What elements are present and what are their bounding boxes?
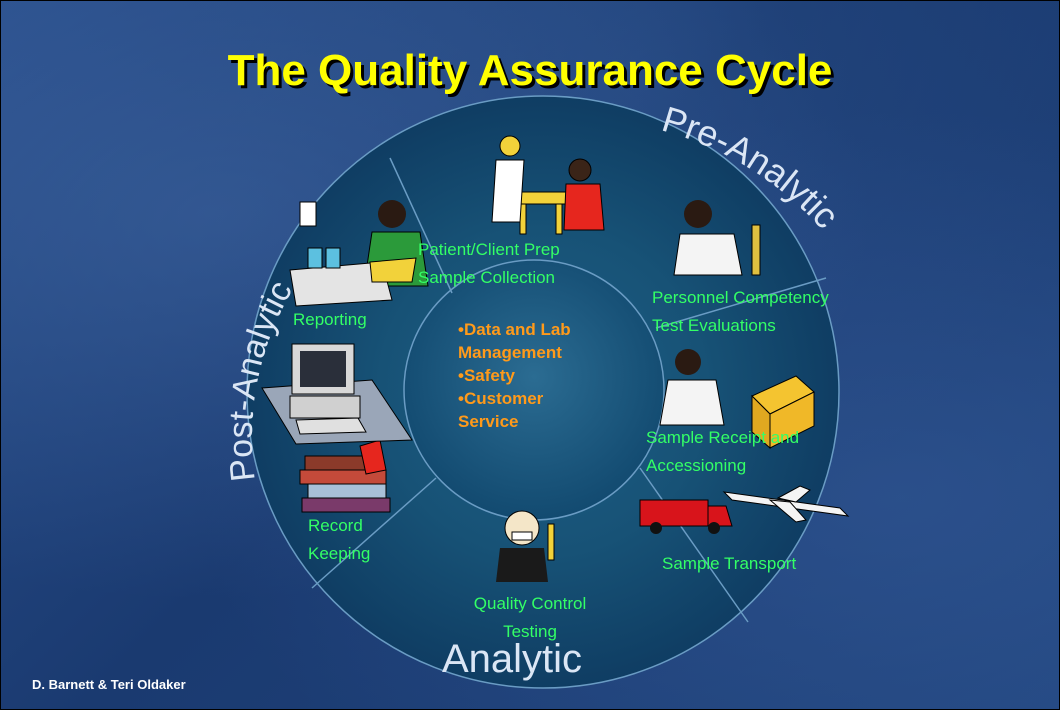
center-item: Service bbox=[458, 412, 519, 431]
center-item: •Safety bbox=[458, 366, 515, 385]
patient-collection-icon bbox=[491, 135, 605, 235]
segment-transport-label: Sample Transport bbox=[662, 554, 797, 573]
center-topics-list: •Data and Lab Management •Safety •Custom… bbox=[458, 318, 618, 433]
segment-personnel-label: Personnel Competency Test Evaluations bbox=[652, 288, 829, 335]
segment-dividers bbox=[311, 157, 827, 623]
reporting-icon bbox=[289, 200, 429, 307]
segment-patient-prep-label: Patient/Client Prep Sample Collection bbox=[418, 240, 560, 287]
center-item: •Customer bbox=[458, 389, 544, 408]
analytic-label: Analytic bbox=[442, 637, 582, 681]
sample-receipt-icon bbox=[659, 349, 815, 450]
lab-technician-icon bbox=[673, 200, 761, 276]
slide-title: The Quality Assurance Cycle bbox=[227, 46, 833, 95]
author-credit: D. Barnett & Teri Oldaker bbox=[32, 677, 186, 692]
segment-qc-label: Quality Control Testing bbox=[473, 594, 587, 641]
segment-receipt-label: Sample Receipt and Accessioning bbox=[646, 428, 800, 475]
center-item: Management bbox=[458, 343, 562, 362]
record-books-icon bbox=[299, 439, 391, 513]
computer-icon bbox=[261, 343, 413, 445]
transport-icon bbox=[639, 485, 850, 534]
segment-record-label: Record Keeping bbox=[308, 516, 371, 563]
qc-testing-icon bbox=[496, 510, 555, 582]
segment-reporting-label: Reporting bbox=[293, 310, 367, 329]
center-item: •Data and Lab bbox=[458, 320, 571, 339]
